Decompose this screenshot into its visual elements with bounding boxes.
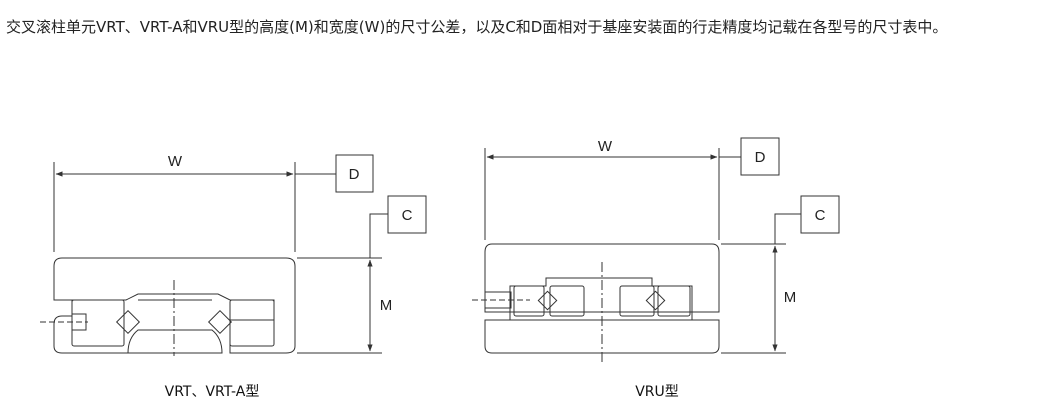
vru-left-block-outer <box>513 285 545 317</box>
vrt-body-outline <box>53 257 296 354</box>
vru-screw-head <box>484 291 512 309</box>
vru-c-label: C <box>815 207 826 224</box>
vrt-roller-left <box>115 309 141 335</box>
vru-upper-body <box>484 243 720 313</box>
vrt-drawing <box>40 154 427 356</box>
vrt-d-label: D <box>349 166 360 183</box>
vru-right-block-outer <box>657 285 691 317</box>
vrt-body-left-top <box>53 257 72 301</box>
vrt-right-block <box>229 299 275 347</box>
vru-m-label: M <box>784 289 797 306</box>
vru-caption: VRU型 <box>635 384 679 400</box>
vru-d-box <box>740 137 780 176</box>
vru-channel <box>509 277 693 321</box>
vrt-w-label: W <box>168 153 183 170</box>
vrt-roller-right <box>207 309 233 335</box>
vru-drawing <box>472 137 840 362</box>
vru-d-label: D <box>755 149 766 166</box>
vru-roller-right <box>645 290 666 311</box>
vru-c-box <box>800 195 840 234</box>
vrt-c-leader <box>369 213 388 258</box>
vru-left-block-inner <box>549 285 585 317</box>
description-paragraph: 交叉滚柱单元VRT、VRT-A和VRU型的高度(M)和宽度(W)的尺寸公差，以及… <box>6 18 948 36</box>
vru-roller-left <box>537 290 558 311</box>
vru-lower-body <box>484 319 720 354</box>
vrt-caption: VRT、VRT-A型 <box>164 384 260 400</box>
vru-w-label: W <box>598 138 613 155</box>
vrt-c-box <box>387 195 427 234</box>
vru-c-leader <box>774 213 801 244</box>
vrt-screw-head <box>71 313 87 331</box>
vrt-m-label: M <box>380 297 393 314</box>
vrt-rail <box>127 329 223 354</box>
vru-right-block-inner <box>619 285 655 317</box>
vrt-c-label: C <box>402 207 413 224</box>
vrt-d-box <box>335 154 374 193</box>
vrt-left-block <box>71 299 125 347</box>
